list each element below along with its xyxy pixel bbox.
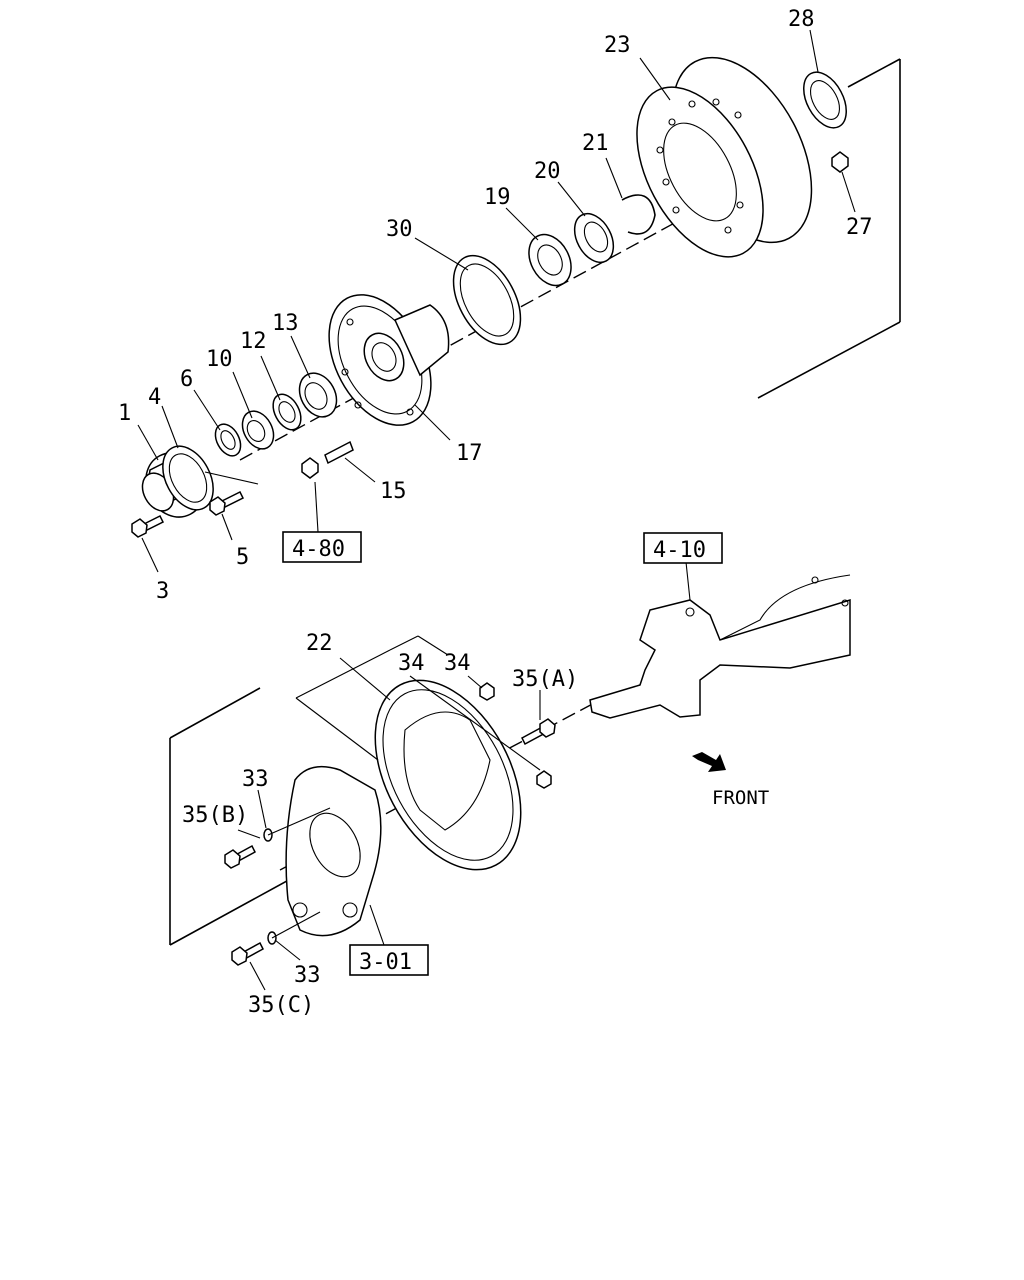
part-34-nut-upper[interactable] — [479, 682, 495, 701]
callout-13[interactable]: 13 — [272, 311, 299, 336]
callout-35b[interactable]: 35(B) — [182, 803, 248, 828]
svg-text:4-80: 4-80 — [292, 537, 345, 562]
axle-knuckle[interactable] — [589, 574, 851, 719]
group-frame-upper — [757, 58, 901, 399]
callout-33-upper[interactable]: 33 — [242, 767, 269, 792]
part-4-gasket[interactable] — [153, 438, 224, 519]
part-35a-bolt[interactable] — [521, 718, 556, 746]
front-direction-arrow-icon — [692, 752, 726, 772]
callout-17[interactable]: 17 — [456, 441, 483, 466]
part-5-bolt[interactable] — [209, 490, 245, 516]
part-20-oil-seal[interactable] — [567, 207, 621, 269]
callout-27[interactable]: 27 — [846, 215, 873, 240]
part-22-backing-plate[interactable] — [345, 656, 550, 894]
svg-text:4-10: 4-10 — [653, 538, 706, 563]
part-17-wheel-hub[interactable] — [308, 278, 451, 443]
callout-5[interactable]: 5 — [236, 545, 249, 570]
callout-30[interactable]: 30 — [386, 217, 413, 242]
callout-23[interactable]: 23 — [604, 33, 631, 58]
part-35c-bolt[interactable] — [231, 941, 264, 966]
part-19-inner-bearing[interactable] — [521, 227, 580, 293]
callout-22[interactable]: 22 — [306, 631, 333, 656]
callout-21[interactable]: 21 — [582, 131, 609, 156]
part-35b-bolt[interactable] — [224, 844, 256, 869]
part-13-outer-bearing[interactable] — [292, 367, 344, 424]
part-23-brake-drum[interactable] — [611, 34, 840, 277]
part-3-bolt[interactable] — [131, 514, 165, 538]
part-15-hub-bolt[interactable] — [324, 440, 354, 465]
callout-3[interactable]: 3 — [156, 579, 169, 604]
reference-box-4-80[interactable]: 4-80 — [282, 531, 362, 563]
reference-box-3-01[interactable]: 3-01 — [349, 944, 429, 976]
part-30-abs-rotor[interactable] — [440, 244, 535, 355]
callout-labels: 1 3 4 5 6 10 12 13 15 17 19 20 21 22 23 … — [118, 7, 873, 1018]
callout-12[interactable]: 12 — [240, 329, 267, 354]
part-10-lock-nut[interactable] — [236, 406, 280, 454]
part-4-80-wheel-nut[interactable] — [301, 457, 319, 479]
part-21-snap-ring[interactable] — [621, 194, 656, 235]
svg-text:3-01: 3-01 — [359, 950, 412, 975]
callout-10[interactable]: 10 — [206, 347, 233, 372]
part-6-bearing-ring[interactable] — [210, 420, 245, 460]
callout-20[interactable]: 20 — [534, 159, 561, 184]
callout-33-lower[interactable]: 33 — [294, 963, 321, 988]
callout-1[interactable]: 1 — [118, 401, 131, 426]
part-27-nut[interactable] — [831, 151, 849, 173]
callout-35a[interactable]: 35(A) — [512, 667, 578, 692]
callout-19[interactable]: 19 — [484, 185, 511, 210]
callout-15[interactable]: 15 — [380, 479, 407, 504]
part-3-01-anchor-bracket[interactable] — [285, 765, 382, 937]
part-34-nut-lower[interactable] — [536, 770, 552, 789]
callout-4[interactable]: 4 — [148, 385, 161, 410]
reference-box-4-10[interactable]: 4-10 — [643, 532, 723, 564]
callout-6[interactable]: 6 — [180, 367, 193, 392]
callout-34-right[interactable]: 34 — [444, 651, 471, 676]
front-label: FRONT — [712, 787, 769, 809]
callout-35c[interactable]: 35(C) — [248, 993, 314, 1018]
leader-lines — [137, 29, 856, 991]
callout-28[interactable]: 28 — [788, 7, 815, 32]
callout-34-left[interactable]: 34 — [398, 651, 425, 676]
part-28-drum-seal[interactable] — [795, 65, 855, 135]
